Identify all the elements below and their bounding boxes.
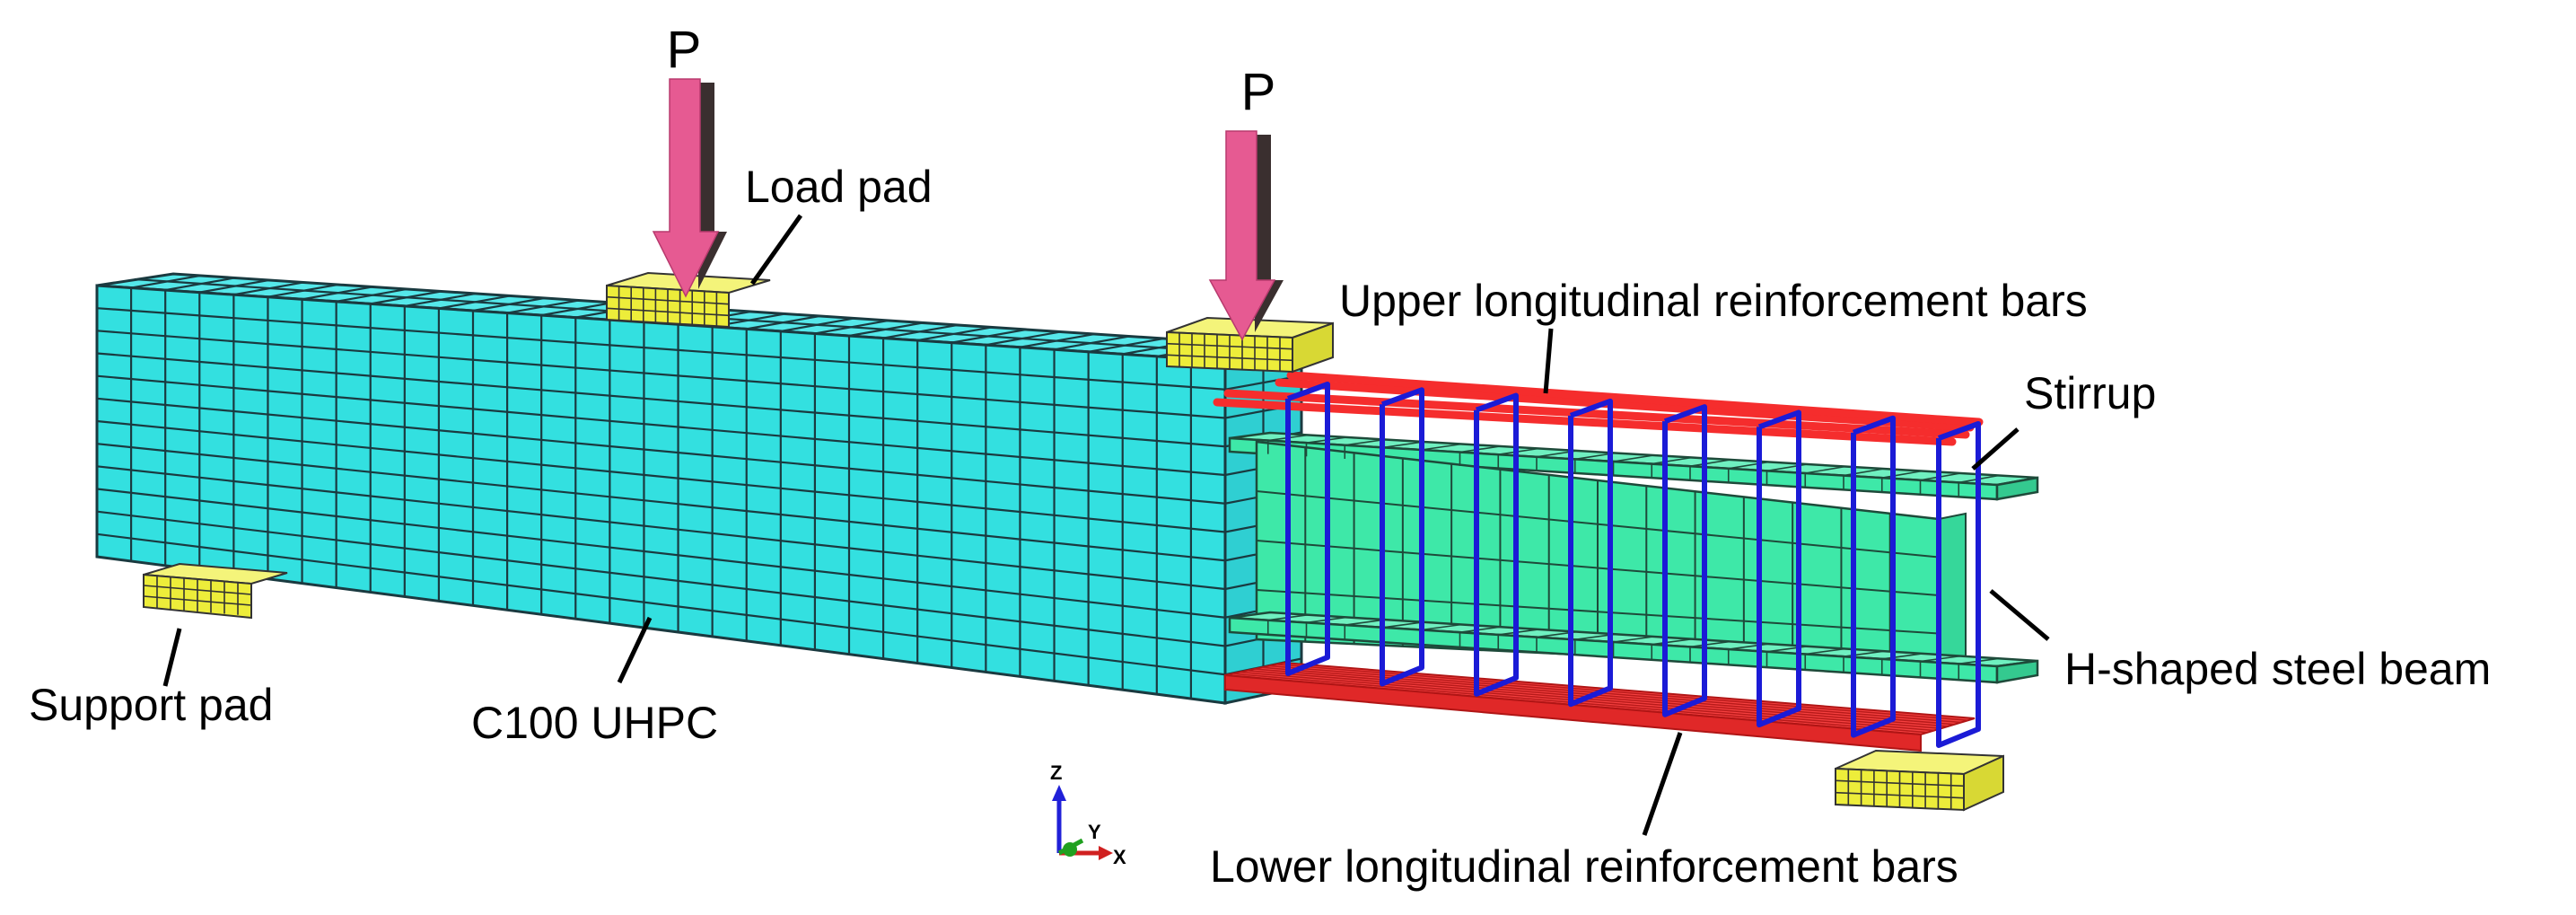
label-h-beam: H-shaped steel beam: [2064, 644, 2491, 694]
load-label-left: P: [667, 21, 702, 79]
h-shaped-steel-beam: [1228, 431, 2039, 684]
support-pad-left: [143, 562, 288, 620]
lower-longitudinal-bars: [1224, 661, 1976, 752]
leader-lower-bars: [1642, 732, 1683, 836]
stirrups: [1285, 382, 1981, 748]
load-arrow-left: [652, 78, 727, 298]
uhpc-concrete-block: [95, 272, 1303, 705]
label-stirrup: Stirrup: [2024, 368, 2156, 418]
leader-uhpc: [617, 616, 653, 684]
support-pad-right: [1835, 749, 2004, 812]
load-pad-left: [606, 271, 771, 329]
triad-z-label: Z: [1050, 761, 1062, 784]
leader-h-beam: [1989, 589, 2050, 641]
load-label-right: P: [1241, 63, 1276, 121]
load-pad-right: [1166, 316, 1334, 374]
upper-longitudinal-bars: [1213, 371, 1984, 446]
label-load-pad: Load pad: [745, 162, 933, 212]
leader-stirrup: [1971, 427, 2020, 471]
label-lower-bars: Lower longitudinal reinforcement bars: [1210, 841, 1958, 892]
coordinate-triad: Z Y X: [1050, 761, 1126, 868]
label-uhpc: C100 UHPC: [471, 698, 718, 748]
uhpc-mesh-lines: [96, 274, 1302, 699]
leader-load-pad: [749, 214, 803, 286]
triad-x-label: X: [1113, 846, 1126, 868]
triad-y-label: Y: [1088, 821, 1101, 843]
leader-support-pad: [162, 628, 182, 687]
label-support-pad: Support pad: [29, 680, 273, 730]
load-arrow-right: [1208, 130, 1284, 341]
leader-upper-bars: [1543, 328, 1554, 394]
label-upper-bars: Upper longitudinal reinforcement bars: [1339, 276, 2088, 326]
